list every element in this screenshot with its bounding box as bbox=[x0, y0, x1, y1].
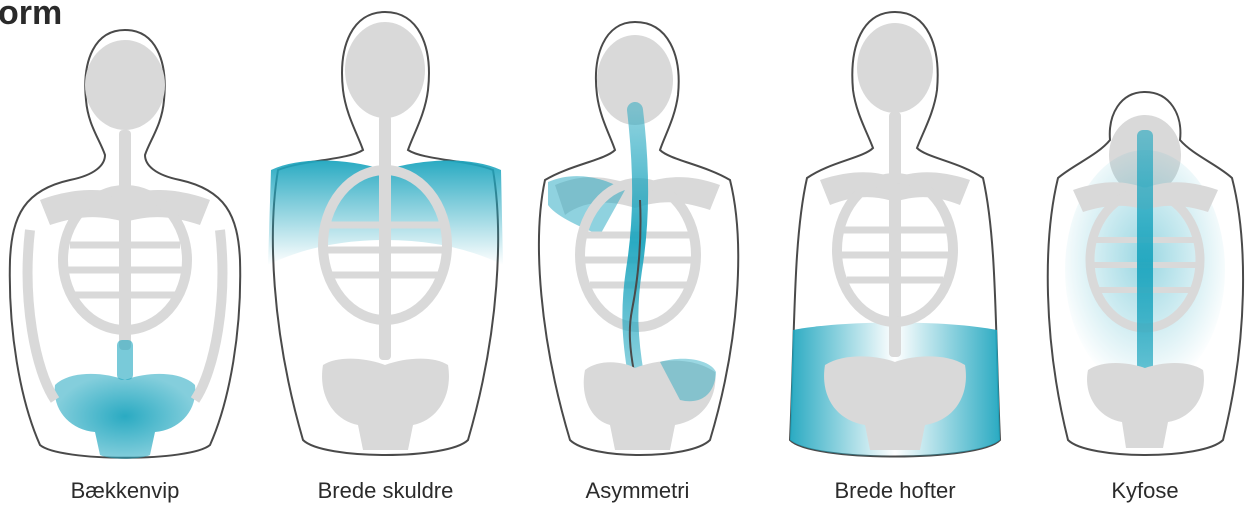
figure-kyfose: Kyfose bbox=[1038, 0, 1252, 508]
back-illustration bbox=[0, 0, 250, 470]
figure-brede-hofter: Brede hofter bbox=[785, 0, 1005, 508]
back-illustration bbox=[263, 0, 508, 470]
figure-label: Kyfose bbox=[1038, 478, 1252, 504]
figure-asymmetri: Asymmetri bbox=[530, 0, 745, 508]
back-illustration bbox=[785, 0, 1005, 470]
back-illustration bbox=[1038, 0, 1252, 470]
figure-label: Bækkenvip bbox=[0, 478, 250, 504]
figure-label: Brede skuldre bbox=[263, 478, 508, 504]
figure-label: Brede hofter bbox=[785, 478, 1005, 504]
figure-baekkenvip: Bækkenvip bbox=[0, 0, 250, 508]
figure-label: Asymmetri bbox=[530, 478, 745, 504]
back-illustration bbox=[530, 0, 745, 470]
figure-brede-skuldre: Brede skuldre bbox=[263, 0, 508, 508]
